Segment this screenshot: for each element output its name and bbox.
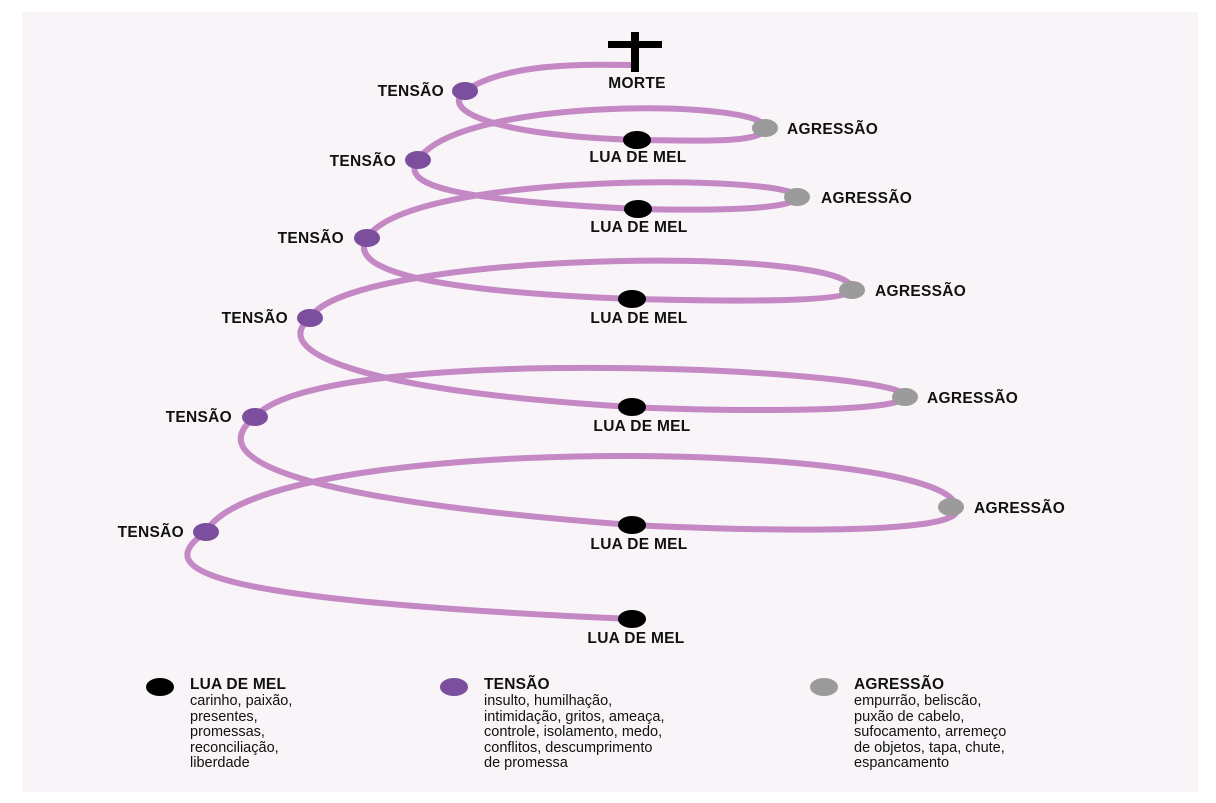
honeymoon-markers: LUA DE MEL LUA DE MEL LUA DE MEL LUA DE … xyxy=(587,131,690,647)
tension-label: TENSÃO xyxy=(166,408,232,426)
honeymoon-dot xyxy=(618,610,646,628)
legend-description: empurrão, beliscão, puxão de cabelo, suf… xyxy=(854,693,1007,771)
legend-title: AGRESSÃO xyxy=(854,676,945,693)
aggression-dot xyxy=(892,388,918,406)
honeymoon-label: LUA DE MEL xyxy=(590,219,687,236)
tension-markers: TENSÃO TENSÃO TENSÃO TENSÃO TENSÃO TENSÃ… xyxy=(118,82,478,541)
honeymoon-label: LUA DE MEL xyxy=(590,536,687,553)
tension-dot xyxy=(354,229,380,247)
legend-description: insulto, humilhação, intimidação, gritos… xyxy=(484,693,665,771)
tension-label: TENSÃO xyxy=(330,152,396,170)
legend-description: carinho, paixão, presentes, promessas, r… xyxy=(190,693,293,771)
tension-label: TENSÃO xyxy=(278,229,344,247)
aggression-label: AGRESSÃO xyxy=(974,499,1065,517)
tension-dot xyxy=(405,151,431,169)
tension-dot xyxy=(193,523,219,541)
honeymoon-dot xyxy=(623,131,651,149)
tension-label: TENSÃO xyxy=(222,309,288,327)
honeymoon-dot xyxy=(618,290,646,308)
legend-dot-honeymoon xyxy=(146,678,174,696)
spiral-curve xyxy=(184,61,960,622)
honeymoon-label: LUA DE MEL xyxy=(587,630,684,647)
cross-icon xyxy=(608,32,662,72)
tension-dot xyxy=(452,82,478,100)
aggression-dot xyxy=(752,119,778,137)
tension-dot xyxy=(297,309,323,327)
tension-label: TENSÃO xyxy=(378,82,444,100)
aggression-label: AGRESSÃO xyxy=(787,120,878,138)
honeymoon-label: LUA DE MEL xyxy=(590,310,687,327)
aggression-dot xyxy=(839,281,865,299)
aggression-dot xyxy=(784,188,810,206)
honeymoon-dot xyxy=(618,398,646,416)
aggression-label: AGRESSÃO xyxy=(875,282,966,300)
legend-title: LUA DE MEL xyxy=(190,676,287,693)
legend-dot-tension xyxy=(440,678,468,696)
aggression-label: AGRESSÃO xyxy=(821,189,912,207)
aggression-label: AGRESSÃO xyxy=(927,389,1018,407)
tension-label: TENSÃO xyxy=(118,523,184,541)
honeymoon-dot xyxy=(624,200,652,218)
label-death: MORTE xyxy=(608,75,665,92)
diagram-background xyxy=(22,12,1198,792)
honeymoon-label: LUA DE MEL xyxy=(589,149,686,166)
legend-dot-aggression xyxy=(810,678,838,696)
legend-title: TENSÃO xyxy=(484,676,550,693)
tension-dot xyxy=(242,408,268,426)
aggression-dot xyxy=(938,498,964,516)
aggression-markers: AGRESSÃO AGRESSÃO AGRESSÃO AGRESSÃO AGRE… xyxy=(752,119,1065,517)
honeymoon-label: LUA DE MEL xyxy=(593,418,690,435)
honeymoon-dot xyxy=(618,516,646,534)
